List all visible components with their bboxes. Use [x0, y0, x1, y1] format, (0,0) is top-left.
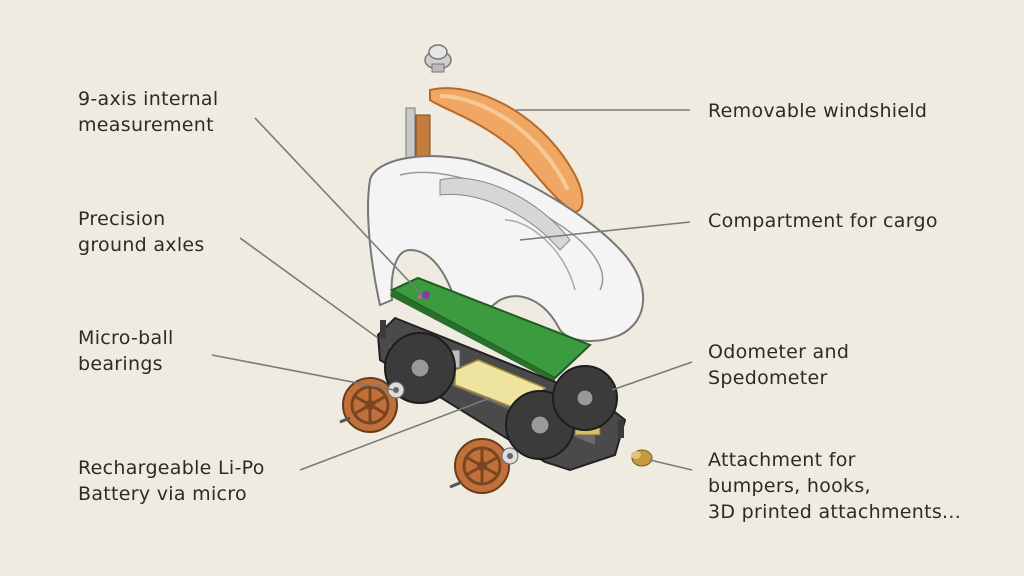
label-bearings-line2: bearings [78, 353, 163, 375]
leader-line-imu [254, 117, 423, 296]
label-cargo: Compartment for cargo [708, 208, 938, 234]
label-odometer-line1: Odometer and [708, 341, 850, 363]
leader-line-odometer [611, 361, 693, 391]
label-bearings-line1: Micro-ball [78, 327, 174, 349]
label-cargo-line1: Compartment for cargo [708, 210, 938, 232]
left-wheel-part [339, 377, 405, 433]
label-windshield: Removable windshield [708, 98, 927, 124]
label-battery: Rechargeable Li-Po Battery via micro [78, 455, 265, 507]
chassis-posts [380, 320, 624, 438]
label-attachment-line3: 3D printed attachments... [708, 501, 962, 523]
label-battery-line2: Battery via micro [78, 483, 247, 505]
label-odometer-line2: Spedometer [708, 367, 828, 389]
leader-line-battery [299, 397, 491, 471]
label-attachment: Attachment for bumpers, hooks, 3D printe… [708, 447, 961, 525]
mast-part [405, 107, 431, 159]
label-imu-line2: measurement [78, 114, 214, 136]
top-cap-part [424, 44, 452, 73]
label-axles: Precision ground axles [78, 206, 205, 258]
label-attachment-line1: Attachment for [708, 449, 856, 471]
leader-line-bearings [211, 354, 395, 391]
leader-line-cargo [519, 221, 691, 241]
right-wheel-part [449, 438, 519, 494]
label-imu: 9-axis internal measurement [78, 86, 218, 138]
leader-line-attachment [649, 459, 693, 471]
brass-attachment-part [631, 449, 653, 467]
label-odometer: Odometer and Spedometer [708, 339, 849, 391]
label-battery-line1: Rechargeable Li-Po [78, 457, 265, 479]
leader-line-axles [239, 237, 379, 339]
label-windshield-line1: Removable windshield [708, 100, 928, 122]
label-bearings: Micro-ball bearings [78, 325, 174, 377]
label-imu-line1: 9-axis internal [78, 88, 219, 110]
label-axles-line1: Precision [78, 208, 166, 230]
label-attachment-line2: bumpers, hooks, [708, 475, 871, 497]
body-shell-part [367, 155, 645, 342]
label-axles-line2: ground axles [78, 234, 205, 256]
